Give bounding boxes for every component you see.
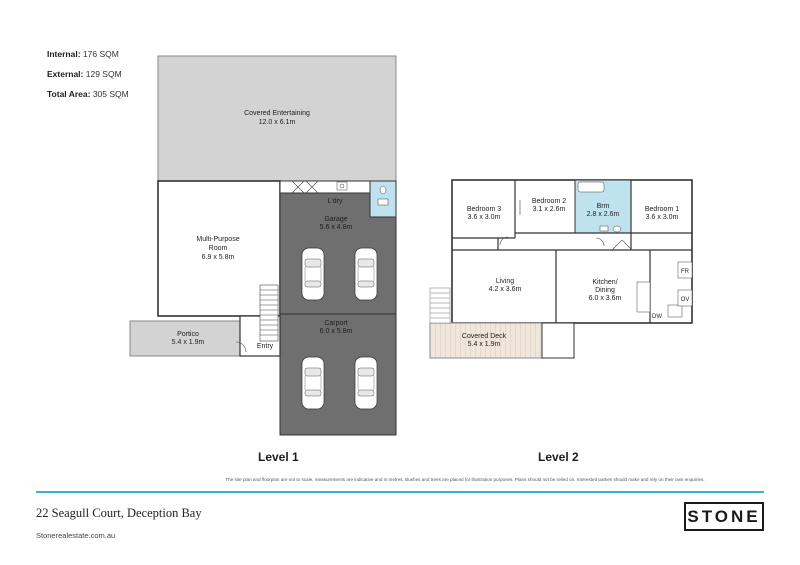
portico-size: 5.4 x 1.9m — [172, 339, 205, 346]
covered-deck-label: Covered Deck — [462, 333, 507, 340]
area-summary: Internal: 176 SQM External: 129 SQM Tota… — [47, 44, 129, 104]
deck-stairs — [429, 287, 451, 324]
covered-deck-area — [429, 322, 543, 359]
kitchen-size: 6.0 x 3.6m — [589, 295, 622, 302]
external-area: External: 129 SQM — [47, 69, 122, 79]
property-address: 22 Seagull Court, Deception Bay — [36, 506, 202, 520]
accent-rule — [36, 491, 764, 493]
portico-area — [129, 320, 241, 357]
laundry-fixtures — [336, 181, 389, 206]
level-1-title: Level 1 — [258, 450, 299, 464]
covered-entertaining-area — [157, 55, 397, 182]
bedroom-1-size: 3.6 x 3.0m — [646, 214, 679, 221]
oven-label: OV — [681, 297, 690, 303]
bathroom-fixtures — [577, 181, 622, 233]
door-swings-level-2 — [499, 200, 633, 251]
bedroom-3-label: Bedroom 3 — [467, 206, 501, 213]
disclaimer-text: The site plan and floorplan are not to s… — [225, 477, 705, 482]
level-2-plan: Bedroom 3 3.6 x 3.0m Bedroom 2 3.1 x 2.6… — [429, 179, 693, 359]
covered-entertaining-label: Covered Entertaining — [244, 110, 310, 117]
kitchen-label: Kitchen/ — [592, 279, 617, 286]
living-size: 4.2 x 3.6m — [489, 286, 522, 293]
website-link[interactable]: Stonerealestate.com.au — [36, 531, 116, 540]
bedroom-2-label: Bedroom 2 — [532, 198, 566, 205]
stairs-level-1 — [259, 284, 279, 342]
carport-label: Carport — [324, 320, 347, 327]
stone-logo: STONE — [684, 502, 764, 531]
living-label: Living — [496, 278, 514, 285]
level-1-plan: Covered Entertaining 12.0 x 6.1m L'dry G… — [129, 55, 397, 436]
total-area: Total Area: 305 SQM — [47, 89, 129, 99]
bedroom-3-size: 3.6 x 3.0m — [468, 214, 501, 221]
kitchen-fixtures — [636, 261, 693, 318]
multi-purpose-label: Multi-Purpose — [196, 236, 239, 243]
bedroom-1-label: Bedroom 1 — [645, 206, 679, 213]
stair-void-level-2 — [541, 322, 575, 359]
dining-label: Dining — [595, 287, 615, 294]
bathroom-size: 2.8 x 2.6m — [587, 211, 620, 218]
bedroom-2-size: 3.1 x 2.6m — [533, 206, 566, 213]
level-2-outline — [451, 179, 693, 324]
covered-entertaining-size: 12.0 x 6.1m — [259, 119, 296, 126]
garage-size: 5.6 x 4.8m — [320, 224, 353, 231]
bathroom-label: Brm — [597, 203, 610, 210]
multi-purpose-room-area — [157, 180, 281, 317]
entry-label: Entry — [257, 343, 274, 350]
multi-purpose-label-2: Room — [209, 245, 228, 252]
laundry-label: L'dry — [328, 198, 343, 205]
level-2-title: Level 2 — [538, 450, 579, 464]
garage-label: Garage — [324, 216, 347, 223]
dishwasher-label: DW — [652, 314, 662, 320]
carport-size: 6.0 x 5.8m — [320, 328, 353, 335]
portico-label: Portico — [177, 331, 199, 338]
internal-area: Internal: 176 SQM — [47, 49, 119, 59]
door-swings-level-1 — [235, 180, 319, 353]
covered-deck-size: 5.4 x 1.9m — [468, 341, 501, 348]
fridge-label: FR — [681, 269, 690, 275]
multi-purpose-size: 6.9 x 5.8m — [202, 254, 235, 261]
